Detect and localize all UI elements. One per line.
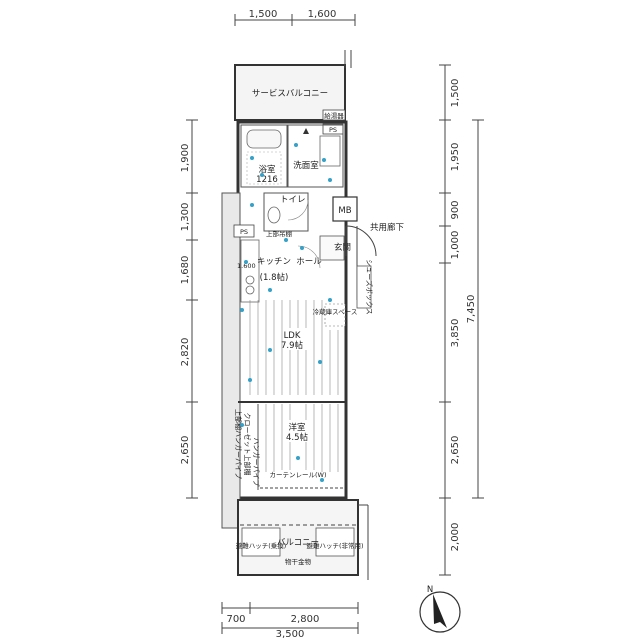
small-dim-label: 1.600 (237, 262, 256, 270)
bottom-total-dim: 3,500 (276, 629, 305, 640)
right-dim-6: 2,650 (450, 436, 461, 465)
closet-left-label: 上部棚ハンガーパイプ (234, 409, 243, 479)
service-balcony-label: サービスバルコニー (252, 89, 328, 99)
left-dim-4: 2,820 (180, 338, 191, 367)
kitchen-size: (1.8帖) (260, 272, 289, 283)
top-dim-2: 1,600 (308, 9, 337, 20)
bottom-dimensions: 700 2,800 3,500 (221, 602, 359, 640)
fridge-space: 冷蔵庫スペース (313, 303, 358, 327)
water-heater-label: 給湯器 (324, 111, 344, 120)
ldk-label: LDK (284, 331, 301, 341)
upper-cabinet-label: 上部吊棚 (266, 229, 293, 238)
toilet-label: トイレ (280, 195, 306, 205)
closet-mid-label: クローゼット上部棚 (243, 413, 252, 476)
right-dim-7: 2,000 (450, 523, 461, 552)
right-dim-1: 1,500 (450, 79, 461, 108)
shoe-box-label: シューズボックス (365, 259, 374, 314)
drying-rack-label: 物干金物 (285, 557, 312, 566)
bottom-dim-2: 2,800 (291, 614, 320, 625)
compass: N (419, 585, 461, 633)
left-dim-3: 1,680 (180, 256, 191, 285)
western-size: 4.5帖 (286, 432, 309, 443)
top-dimensions: 1,500 1,600 (234, 9, 356, 26)
ps-top-label: PS (329, 126, 337, 134)
left-dimensions: 1,900 1,300 1,680 2,820 2,650 (180, 119, 198, 499)
left-dim-1: 1,900 (180, 144, 191, 173)
bottom-dim-1: 700 (226, 614, 245, 625)
washroom-label: 洗面室 (293, 160, 319, 171)
entrance-label: 玄関 (334, 242, 351, 253)
bath-label: 浴室 (258, 164, 276, 175)
hatch-left-label: 避難ハッチ(乗換) (236, 541, 287, 550)
right-dimensions: 1,500 1,950 900 1,000 3,850 2,650 2,000 … (439, 64, 484, 576)
ldk-size: 7.9帖 (281, 340, 304, 351)
top-dim-1: 1,500 (249, 9, 278, 20)
bath-size: 1216 (256, 175, 278, 185)
right-dim-3: 900 (450, 200, 461, 219)
right-dim-5: 3,850 (450, 319, 461, 348)
common-corridor-label: 共用廊下 (370, 222, 405, 233)
fixture-dots (240, 143, 332, 482)
right-dim-2: 1,950 (450, 143, 461, 172)
ps-left: PS (233, 224, 255, 238)
curtain-rail-label: カーテンレール(W) (270, 471, 327, 479)
entrance: 玄関 (319, 225, 377, 261)
fridge-label: 冷蔵庫スペース (313, 307, 358, 316)
kitchen-label: キッチン (257, 257, 291, 267)
mb-label: MB (338, 206, 351, 216)
right-total-dim: 7,450 (466, 295, 477, 324)
hatch-right-label: 避難ハッチ(非常用) (306, 541, 363, 550)
ps-left-label: PS (240, 228, 248, 236)
hall-label: ホール (296, 257, 322, 267)
left-dim-5: 2,650 (180, 436, 191, 465)
bathroom: 浴室 1216 (240, 124, 288, 188)
left-dim-2: 1,300 (180, 203, 191, 232)
balcony-label: バルコニー (277, 538, 319, 548)
western-room: 洋室 4.5帖 上部棚ハンガーパイプ クローゼット上部棚 ハンガーパイプ カーテ… (234, 401, 346, 490)
right-dim-4: 1,000 (450, 231, 461, 260)
kitchen: 1.600 キッチン (1.8帖) (237, 239, 291, 303)
meter-box: MB (332, 196, 358, 222)
balcony: 避難ハッチ(乗換) 避難ハッチ(非常用) バルコニー 物干金物 (236, 499, 369, 580)
compass-north-label: N (427, 585, 433, 595)
closet-right-label: ハンガーパイプ (252, 438, 261, 487)
western-label: 洋室 (288, 422, 306, 433)
toilet-room: トイレ 上部吊棚 (263, 192, 309, 238)
service-balcony: サービスバルコニー 給湯器 (234, 50, 352, 121)
shoe-box: シューズボックス (356, 259, 374, 315)
